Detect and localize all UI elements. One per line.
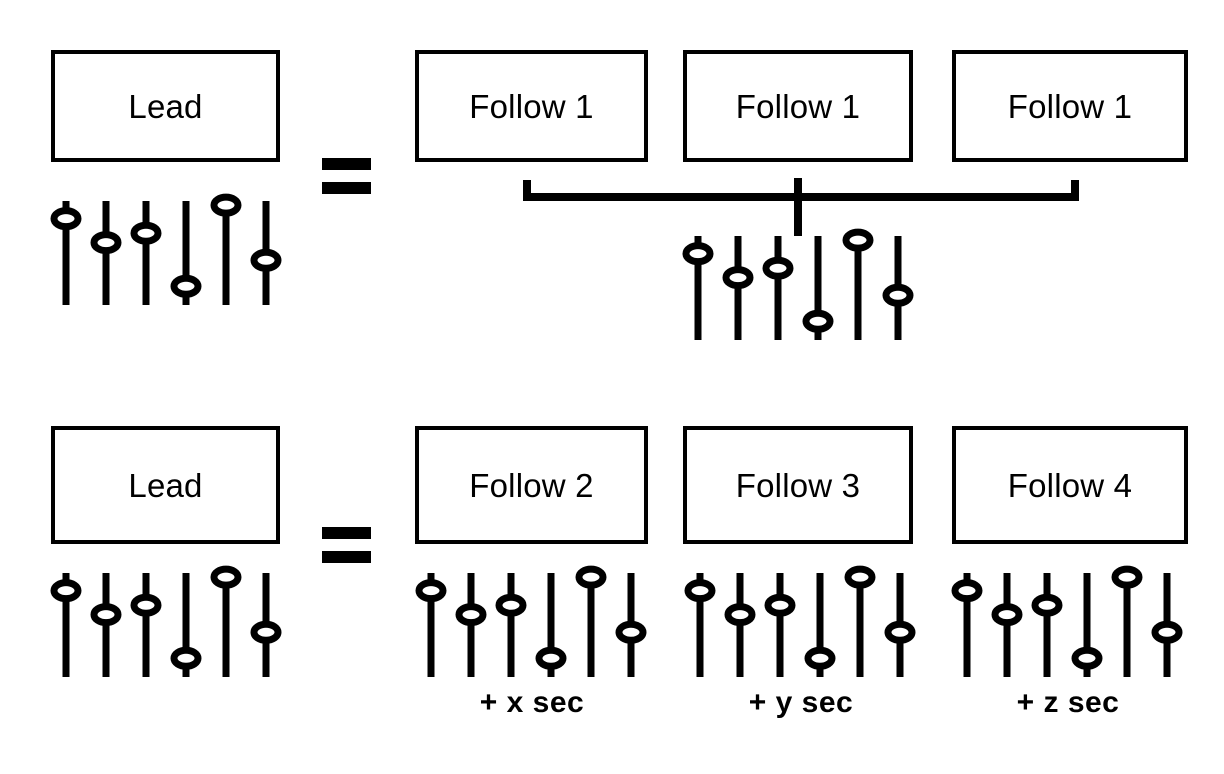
slider-knob[interactable] [250,248,282,272]
slider-knob[interactable] [90,603,122,627]
slider-knob[interactable] [615,620,647,644]
follow-box-row1-2[interactable]: Follow 1 [683,50,913,162]
slider-knob[interactable] [882,283,914,307]
equals-bar-bottom [322,182,371,194]
slider-knob[interactable] [842,228,874,252]
slider-knob[interactable] [495,593,527,617]
slider-knob[interactable] [535,646,567,670]
follow-box-row1-1-label: Follow 1 [469,87,594,125]
follow-slider-bank-row2-3[interactable] [951,565,1183,680]
lead-box-row1[interactable]: Lead [51,50,280,162]
equals-sign-row1 [322,158,371,194]
lead-slider-bank-row1[interactable] [50,193,282,308]
lead-slider-bank-row2-graphic [50,565,282,677]
follow-slider-bank-row2-2[interactable] [684,565,916,680]
slider-knob[interactable] [884,620,916,644]
slider-knob[interactable] [170,646,202,670]
lead-box-row2-label: Lead [128,466,203,504]
follow-box-row2-1-label: Follow 2 [469,466,594,504]
slider-knob[interactable] [991,603,1023,627]
slider-knob[interactable] [250,620,282,644]
lead-slider-bank-row1-graphic [50,193,282,305]
follow-box-row1-3[interactable]: Follow 1 [952,50,1188,162]
slider-knob[interactable] [455,603,487,627]
lead-slider-bank-row2[interactable] [50,565,282,680]
slider-knob[interactable] [575,565,607,589]
follow-box-row1-2-label: Follow 1 [735,87,861,125]
slider-knob[interactable] [1111,565,1143,589]
slider-knob[interactable] [682,242,714,266]
follow-slider-bank-row2-2-graphic [684,565,916,677]
follow-box-row2-2-label: Follow 3 [735,466,861,504]
slider-knob[interactable] [951,579,983,603]
follow-box-row1-1[interactable]: Follow 1 [415,50,648,162]
follow-box-row1-3-label: Follow 1 [1007,87,1133,125]
slider-group [951,565,1183,677]
slider-knob[interactable] [802,309,834,333]
slider-knob[interactable] [1031,593,1063,617]
slider-knob[interactable] [722,266,754,290]
follow-box-row2-3[interactable]: Follow 4 [952,426,1188,544]
slider-knob[interactable] [130,221,162,245]
slider-knob[interactable] [50,579,82,603]
offset-caption-follow2: + x sec [479,686,585,719]
follow-box-row2-3-label: Follow 4 [1007,466,1133,504]
slider-group [684,565,916,677]
slider-knob[interactable] [684,579,716,603]
slider-knob[interactable] [90,231,122,255]
follow-slider-bank-row2-1-graphic [415,565,647,677]
follow-box-row2-1[interactable]: Follow 2 [415,426,648,544]
lead-box-row2[interactable]: Lead [51,426,280,544]
follow-slider-bank-row2-1[interactable] [415,565,647,680]
equals-bar-top [322,527,371,539]
follow-box-row2-2[interactable]: Follow 3 [683,426,913,544]
offset-caption-follow3: + y sec [748,686,854,719]
slider-knob[interactable] [1151,620,1183,644]
shared-slider-bank-row1-graphic [682,228,914,340]
slider-knob[interactable] [762,256,794,280]
slider-knob[interactable] [130,593,162,617]
grouping-bracket-graphic [523,178,1079,236]
slider-knob[interactable] [724,603,756,627]
slider-knob[interactable] [1071,646,1103,670]
slider-group [682,228,914,340]
slider-knob[interactable] [210,193,242,217]
offset-caption-follow4: + z sec [1016,686,1120,719]
slider-group [50,565,282,677]
slider-knob[interactable] [415,579,447,603]
slider-knob[interactable] [764,593,796,617]
equals-bar-bottom [322,551,371,563]
equals-bar-top [322,158,371,170]
slider-knob[interactable] [50,207,82,231]
lead-box-row1-label: Lead [128,87,203,125]
grouping-bracket [522,174,1080,240]
slider-knob[interactable] [844,565,876,589]
slider-knob[interactable] [210,565,242,589]
equals-sign-row2 [322,527,371,563]
slider-knob[interactable] [804,646,836,670]
shared-slider-bank-row1[interactable] [682,228,914,343]
slider-group [415,565,647,677]
slider-group [50,193,282,305]
follow-slider-bank-row2-3-graphic [951,565,1183,677]
slider-knob[interactable] [170,274,202,298]
